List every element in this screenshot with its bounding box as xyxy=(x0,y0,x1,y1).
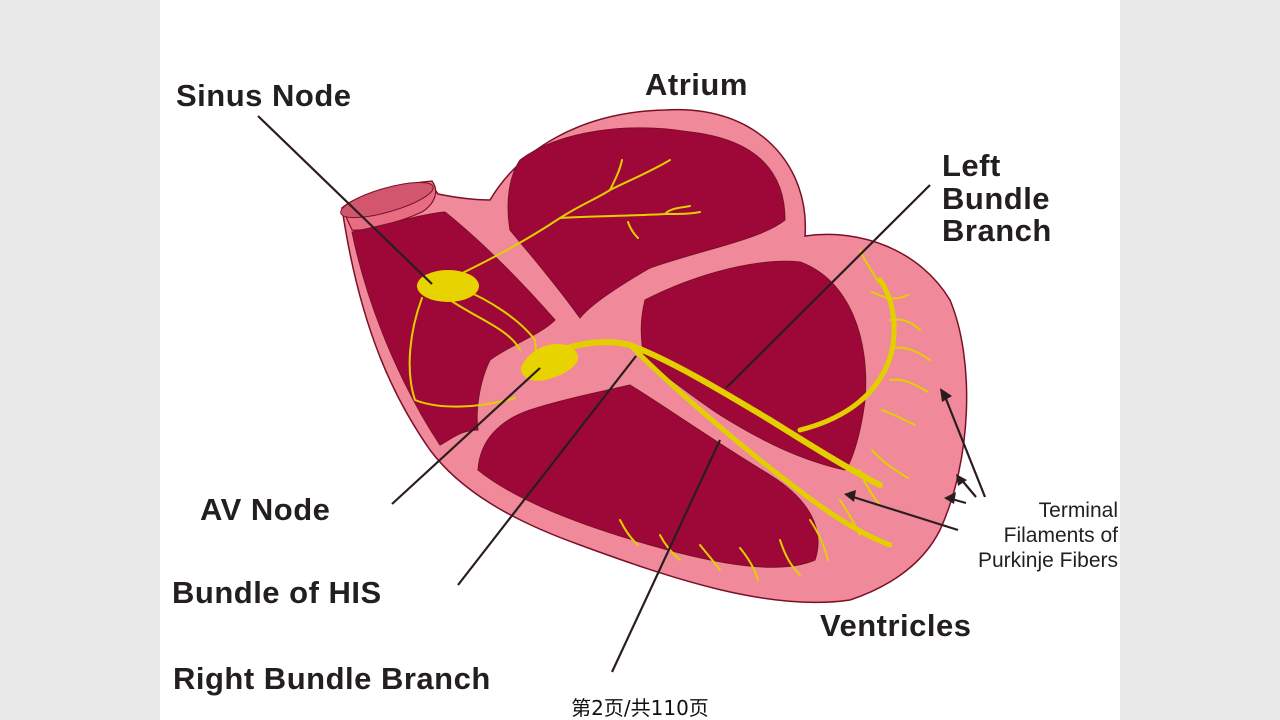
label-av-node: AV Node xyxy=(200,492,331,527)
chambers xyxy=(351,127,867,568)
sinus-node xyxy=(417,270,479,302)
label-sinus-node: Sinus Node xyxy=(176,78,352,113)
leader-bundle-his xyxy=(457,355,637,586)
leader-left-bundle xyxy=(725,184,931,389)
label-terminal-line2: Filaments of xyxy=(1003,524,1118,548)
label-atrium: Atrium xyxy=(645,67,748,102)
label-left-bundle-line1: Left xyxy=(942,148,1001,183)
leader-av-node xyxy=(391,367,541,505)
page-indicator: 第2页/共110页 xyxy=(571,696,709,720)
label-left-bundle-line3: Branch xyxy=(942,213,1052,249)
leader-lines xyxy=(257,115,987,673)
right-branch-path xyxy=(627,342,893,548)
leader-arrowheads xyxy=(844,388,967,504)
his-bundle-path xyxy=(547,339,883,488)
label-left-bundle-line2: Bundle xyxy=(942,180,1051,216)
right-ventricle xyxy=(477,384,819,568)
leader-sinus-node xyxy=(257,115,433,285)
left-atrium xyxy=(507,127,786,319)
slide: Sinus Node Atrium Left Bundle Branch AV … xyxy=(160,0,1120,720)
label-right-bundle-branch: Right Bundle Branch xyxy=(173,661,491,696)
arrowhead-3 xyxy=(944,492,956,504)
vessel-rim xyxy=(340,181,434,219)
leader-terminal-4 xyxy=(849,494,959,532)
atrial-branch-path xyxy=(451,159,701,279)
left-branch-path xyxy=(797,277,897,433)
arrowhead-1 xyxy=(940,388,952,402)
leader-terminal-1 xyxy=(942,393,987,498)
arrowhead-2 xyxy=(956,474,967,486)
arrowhead-4 xyxy=(844,490,856,502)
right-atrium xyxy=(351,211,556,446)
leader-right-bundle xyxy=(611,439,721,673)
label-bundle-of-his: Bundle of HIS xyxy=(172,575,382,610)
label-terminal-line1: Terminal xyxy=(1038,499,1118,522)
label-terminal-line3: Purkinje Fibers xyxy=(977,549,1118,573)
label-left-bundle-branch: Left Bundle Branch xyxy=(942,148,1052,249)
heart-conduction-diagram xyxy=(257,108,987,673)
label-ventricles: Ventricles xyxy=(820,608,972,643)
label-terminal-filaments: Terminal Filaments of Purkinje Fibers xyxy=(978,498,1118,574)
